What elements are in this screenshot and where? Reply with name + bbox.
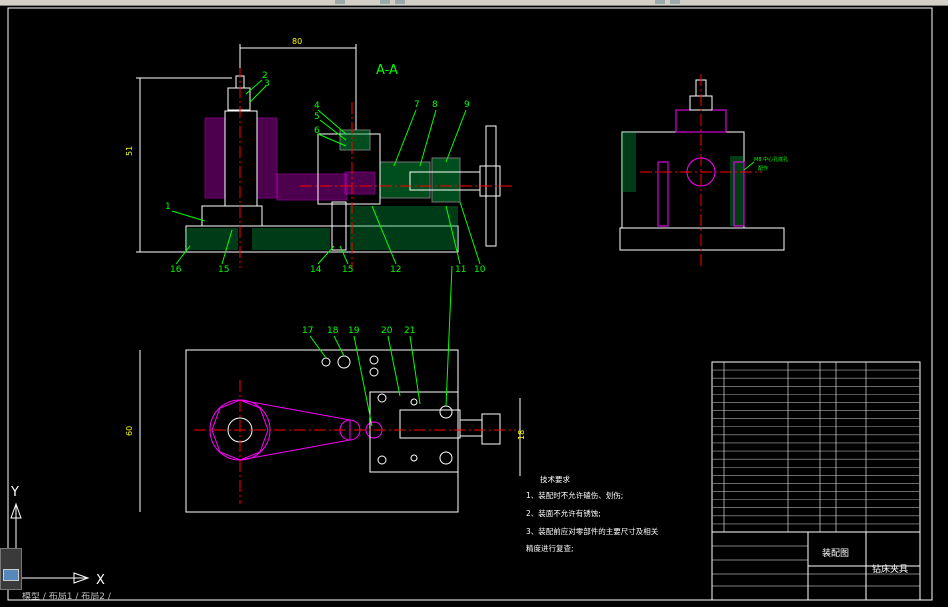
balloon-16: 16 xyxy=(170,265,182,275)
product-name: 钻床夹具 xyxy=(872,563,908,575)
front-section-view: A-A 80 51 xyxy=(125,37,512,275)
side-note-2: 配作 xyxy=(758,165,768,172)
balloon-19: 19 xyxy=(348,326,360,336)
hatch xyxy=(350,206,458,250)
plan-knob xyxy=(481,413,501,445)
parts-list xyxy=(711,361,921,533)
balloon-7: 7 xyxy=(414,100,420,110)
balloon-14: 14 xyxy=(310,265,322,275)
ucs-x-label: X xyxy=(96,573,105,588)
drawing-canvas[interactable]: A-A 80 51 xyxy=(0,6,948,603)
tech-item-4: 精度进行复查; xyxy=(526,543,574,553)
leader xyxy=(743,161,755,171)
balloon-4: 4 xyxy=(314,101,320,111)
top-toolbar-strip xyxy=(0,0,948,6)
balloon-5: 5 xyxy=(314,112,320,122)
plan-outline xyxy=(185,349,459,513)
toolbar-icon[interactable] xyxy=(380,0,390,4)
section-label: A-A xyxy=(376,63,398,78)
side-body xyxy=(621,131,745,229)
balloon-18: 18 xyxy=(327,326,339,336)
side-view: M8 中心孔底孔 配作 xyxy=(619,74,788,268)
hatch xyxy=(730,156,744,226)
hatch xyxy=(622,132,636,192)
side-pin xyxy=(657,161,669,227)
drawing-name: 装配图 xyxy=(822,547,849,559)
ucs-icon: Y X xyxy=(10,485,105,588)
toolbar-icon[interactable] xyxy=(655,0,665,4)
tech-item-2: 2、装面不允许有锈蚀; xyxy=(526,508,601,518)
balloon-8: 8 xyxy=(432,100,438,110)
tech-requirements: 技术要求 1、装配时不允许磕伤、划伤; 2、装面不允许有锈蚀; 3、装配前应对零… xyxy=(526,474,659,553)
cad-drawing: A-A 80 51 xyxy=(7,7,933,601)
parts-list-frame xyxy=(711,361,921,533)
side-base xyxy=(619,227,785,251)
stud xyxy=(224,110,258,207)
leaders xyxy=(171,79,481,265)
ucs-y-label: Y xyxy=(10,485,19,500)
pin-holder xyxy=(339,129,371,151)
layout-tab-icon[interactable] xyxy=(0,548,22,590)
balloon-10: 10 xyxy=(474,265,486,275)
tech-title: 技术要求 xyxy=(540,474,570,484)
plan-slider xyxy=(399,409,461,439)
balloon-17: 17 xyxy=(302,326,313,336)
nut xyxy=(227,87,251,111)
toolbar-icon[interactable] xyxy=(335,0,345,4)
dim-top-width: 80 xyxy=(292,37,302,46)
balloon-11: 11 xyxy=(455,265,466,275)
locating-pin xyxy=(331,201,347,251)
lever-tip xyxy=(344,171,376,195)
balloon-15-right: 15 xyxy=(342,265,353,275)
balloon-3: 3 xyxy=(264,79,270,89)
guide-block xyxy=(317,133,381,205)
side-note-1: M8 中心孔底孔 xyxy=(754,156,788,163)
toolbar-icon[interactable] xyxy=(395,0,405,4)
balloon-15-left: 15 xyxy=(218,265,229,275)
lever-arm xyxy=(276,173,348,201)
tech-item-1: 1、装配时不允许磕伤、划伤; xyxy=(526,490,623,500)
dim-left-height: 51 xyxy=(125,146,134,156)
dim-plan-right: 18 xyxy=(517,430,526,440)
balloon-12: 12 xyxy=(390,265,401,275)
hatch xyxy=(186,228,238,250)
dim-plan-height: 60 xyxy=(125,426,134,436)
side-pin xyxy=(733,161,745,227)
base-plate xyxy=(185,225,459,253)
drawing-frame xyxy=(7,7,933,601)
toolbar-icon[interactable] xyxy=(670,0,680,4)
layout-tabs[interactable]: 模型 / 布局1 / 布局2 / xyxy=(22,592,111,602)
title-block: 装配图 钻床夹具 xyxy=(711,531,921,601)
tech-item-3: 3、装配前应对零部件的主要尺寸及相关 xyxy=(526,526,659,536)
slider xyxy=(379,161,431,199)
balloon-21: 21 xyxy=(404,326,415,336)
balloon-1: 1 xyxy=(165,202,171,212)
plan-view: 60 18 17 18 19 20 21 xyxy=(125,265,526,513)
hatch xyxy=(252,228,330,250)
knob xyxy=(479,165,501,197)
plan-block xyxy=(369,391,459,473)
plan-screw xyxy=(459,419,483,437)
leaders xyxy=(309,265,453,427)
support xyxy=(201,205,263,227)
balloon-2: 2 xyxy=(262,71,268,81)
balloon-6: 6 xyxy=(314,126,320,136)
balloon-20: 20 xyxy=(381,326,393,336)
balloon-9: 9 xyxy=(464,100,470,110)
slider-end xyxy=(431,157,461,203)
